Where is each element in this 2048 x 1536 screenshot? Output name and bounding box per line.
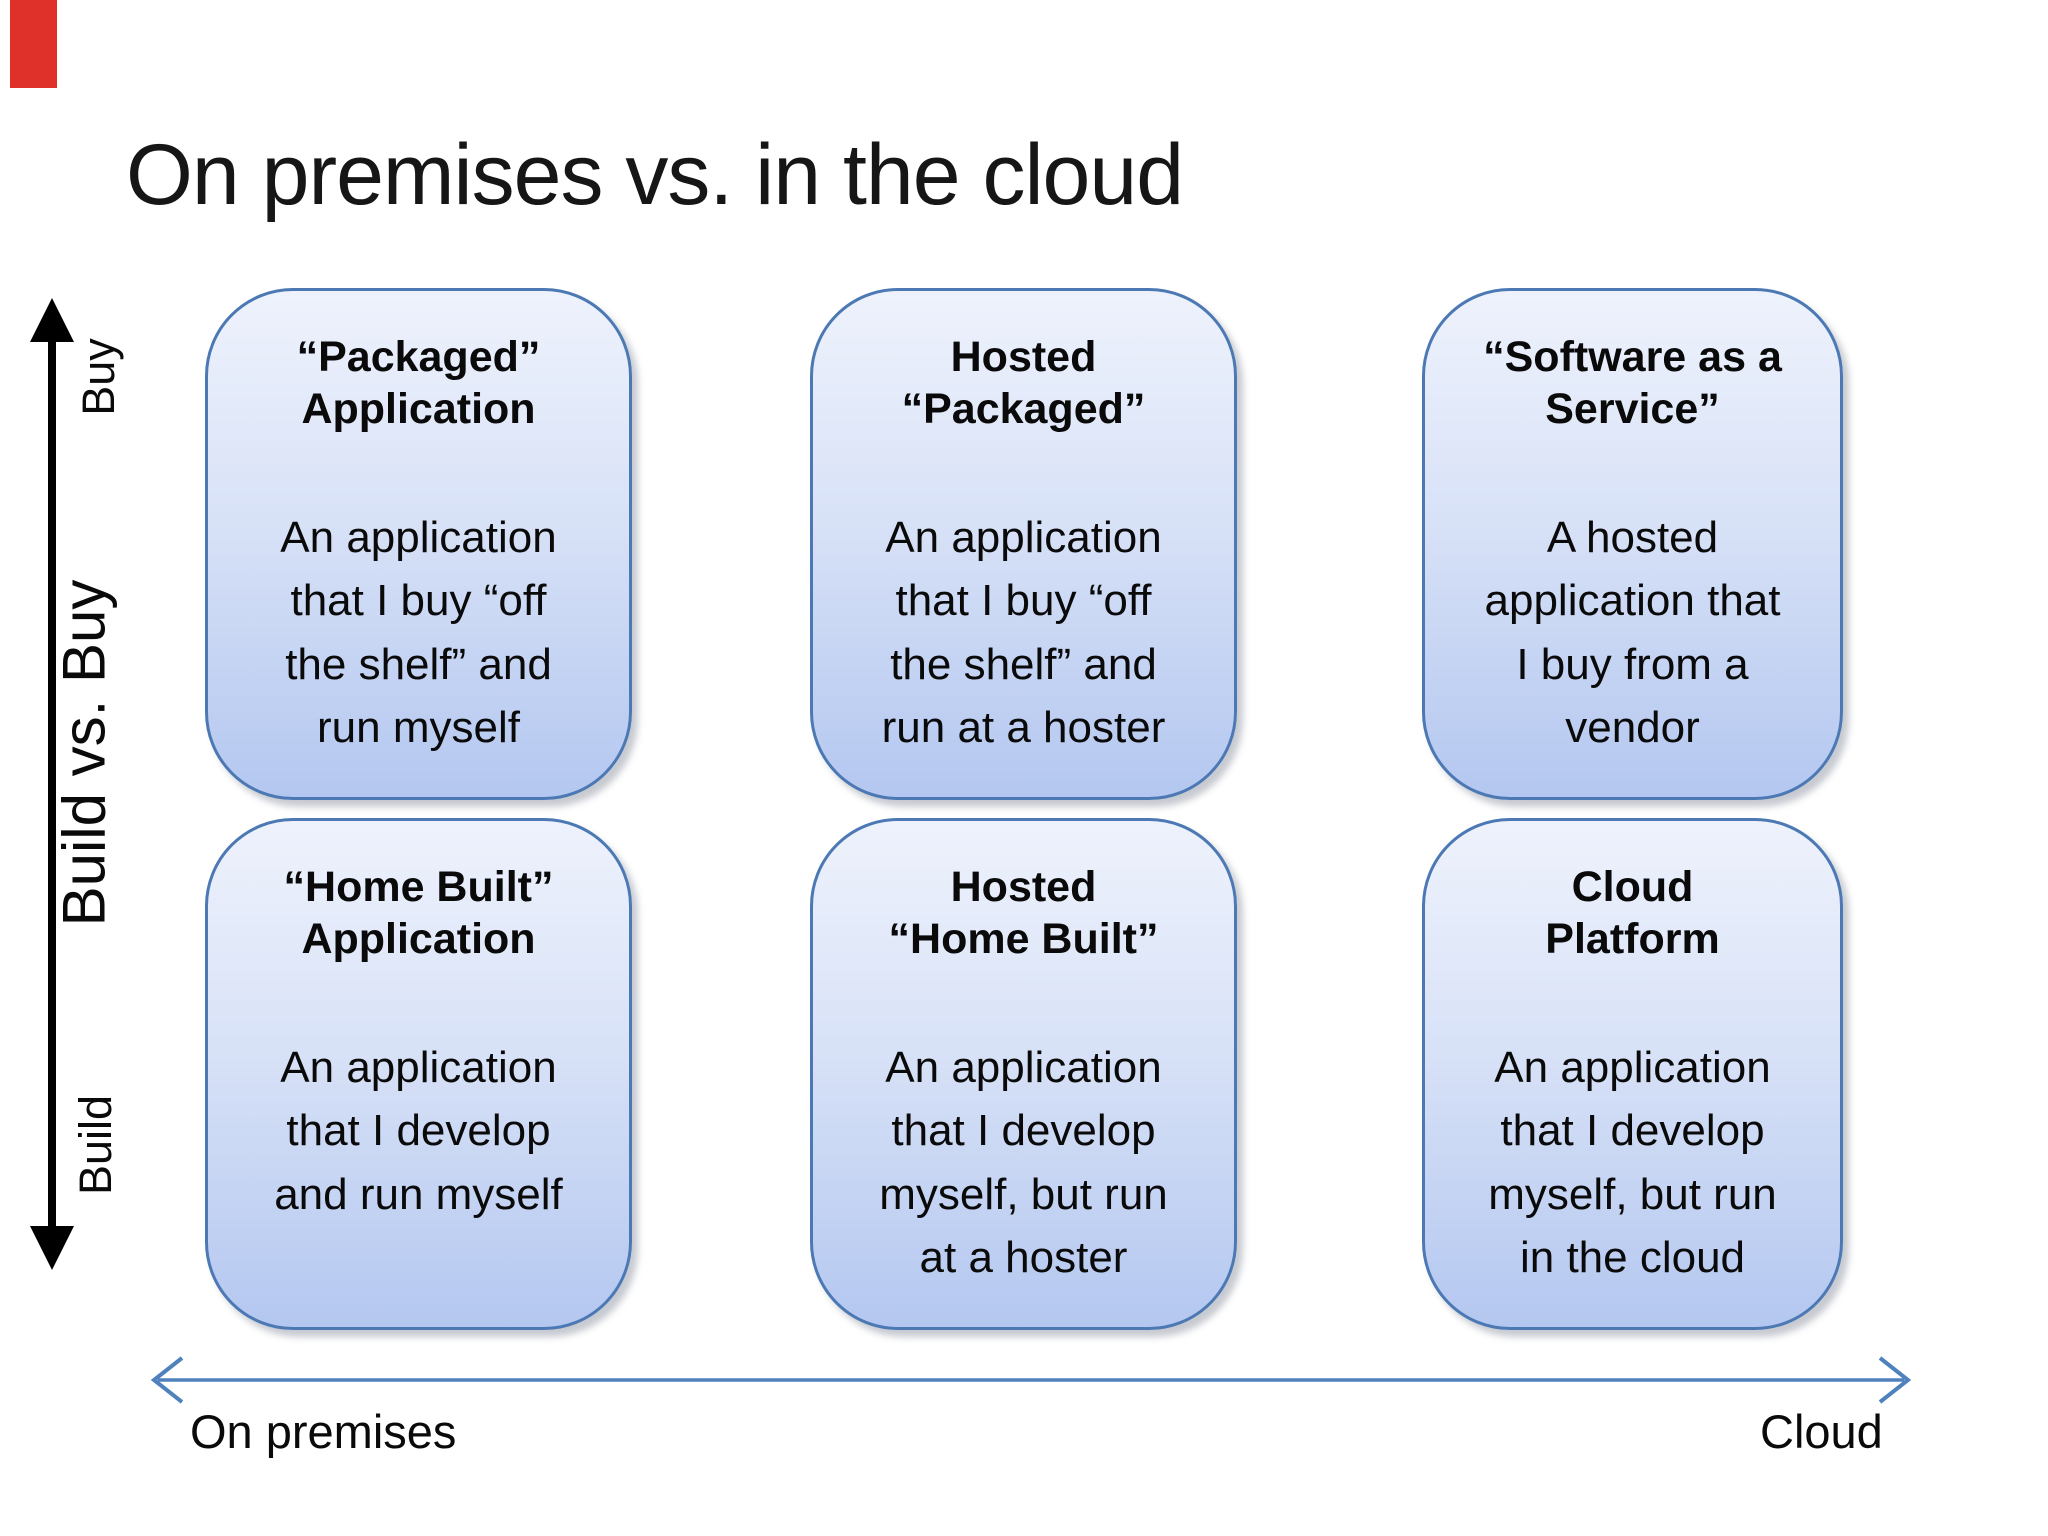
box-hosted-home-built: Hosted “Home Built” An application that … bbox=[810, 818, 1237, 1330]
slide-title: On premises vs. in the cloud bbox=[126, 127, 1184, 223]
box-body: An application that I develop and run my… bbox=[274, 1042, 563, 1219]
box-body: An application that I buy “off the shelf… bbox=[881, 512, 1166, 752]
box-hosted-packaged: Hosted “Packaged” An application that I … bbox=[810, 288, 1237, 800]
box-title: “Home Built” Application bbox=[283, 863, 554, 964]
y-axis-title: Build vs. Buy bbox=[50, 579, 118, 927]
arrowhead-left-icon bbox=[150, 1356, 184, 1404]
y-axis-top-label: Buy bbox=[73, 338, 124, 416]
box-title: Hosted “Packaged” bbox=[901, 333, 1146, 434]
box-packaged-application: “Packaged” Application An application th… bbox=[205, 288, 632, 800]
box-cloud-platform: Cloud Platform An application that I dev… bbox=[1422, 818, 1843, 1330]
box-title: “Software as a Service” bbox=[1483, 333, 1782, 434]
build-buy-axis-arrow bbox=[30, 298, 74, 1270]
y-axis-bottom-label: Build bbox=[70, 1094, 121, 1196]
box-title: Hosted “Home Built” bbox=[888, 863, 1159, 964]
red-marker bbox=[10, 0, 57, 88]
x-axis-right-label: Cloud bbox=[1760, 1405, 1883, 1458]
x-axis-left-label: On premises bbox=[190, 1405, 457, 1458]
box-title: Cloud Platform bbox=[1545, 863, 1720, 964]
arrowhead-up-icon bbox=[30, 298, 74, 342]
box-title: “Packaged” Application bbox=[296, 333, 541, 434]
box-body: A hosted application that I buy from a v… bbox=[1484, 512, 1781, 752]
box-software-as-a-service: “Software as a Service” A hosted applica… bbox=[1422, 288, 1843, 800]
arrowhead-right-icon bbox=[1878, 1356, 1912, 1404]
box-body: An application that I develop myself, bu… bbox=[879, 1042, 1168, 1282]
box-body: An application that I develop myself, bu… bbox=[1488, 1042, 1777, 1282]
box-body: An application that I buy “off the shelf… bbox=[280, 512, 557, 752]
premises-cloud-axis-arrow bbox=[150, 1356, 1912, 1404]
box-home-built-application: “Home Built” Application An application … bbox=[205, 818, 632, 1330]
arrowhead-down-icon bbox=[30, 1226, 74, 1270]
